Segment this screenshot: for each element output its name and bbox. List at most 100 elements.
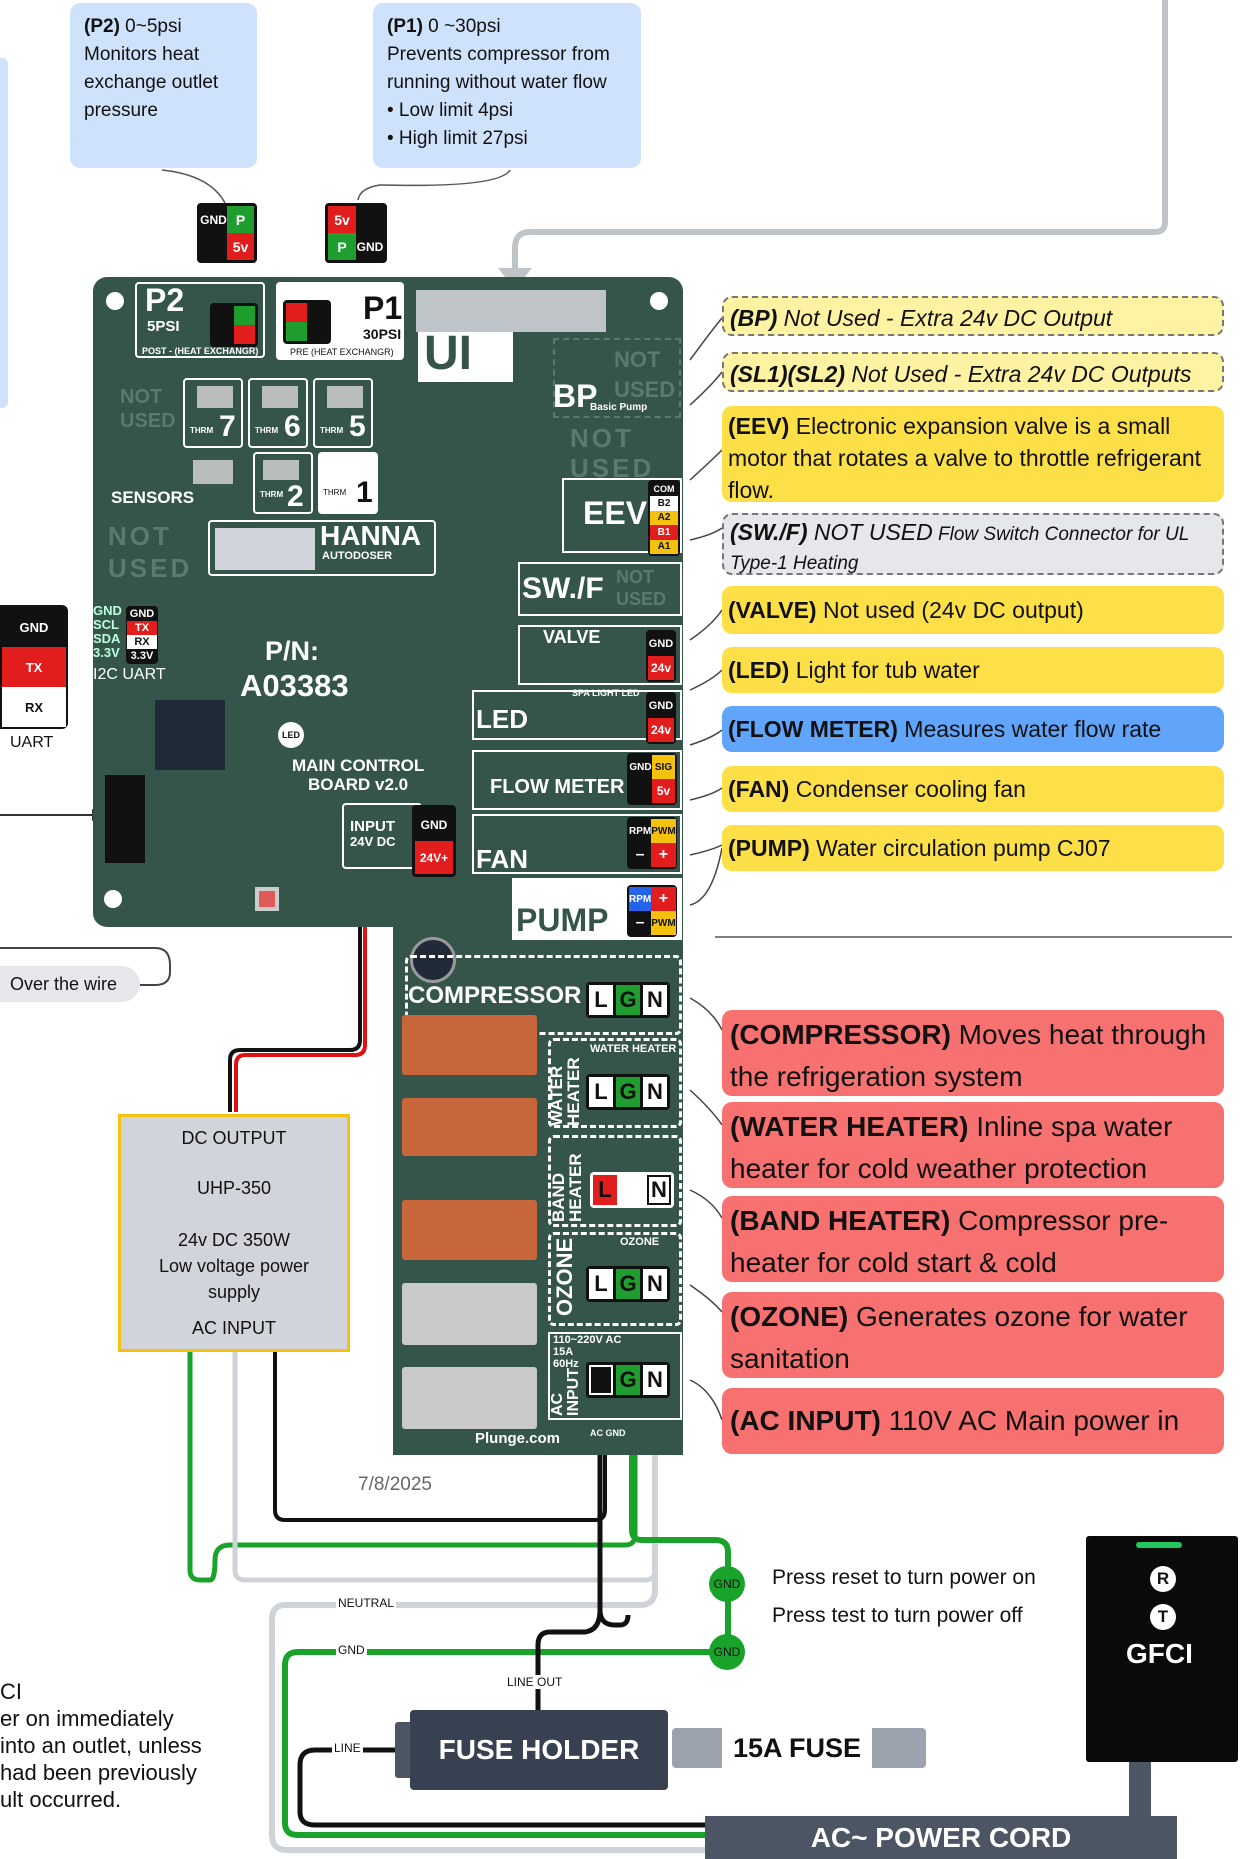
pin-a2: A2 bbox=[650, 510, 678, 526]
autodoser-label: AUTODOSER bbox=[322, 550, 393, 562]
flow-meter-block bbox=[472, 750, 682, 810]
valve-connector: GND 24v bbox=[646, 630, 676, 682]
label-led: (LED) Light for tub water bbox=[722, 647, 1224, 693]
label-bp: (BP) Not Used - Extra 24v DC Output bbox=[722, 296, 1224, 336]
neutral-wire-label: NEUTRAL bbox=[336, 1596, 397, 1610]
p2-line: pressure bbox=[84, 100, 158, 121]
water-heater-block bbox=[548, 1038, 682, 1128]
led-block bbox=[472, 690, 682, 740]
pin-pwm: PWM bbox=[651, 911, 676, 935]
label-pump: (PUMP) Water circulation pump CJ07 bbox=[722, 825, 1224, 871]
compressor-block bbox=[405, 955, 682, 1035]
i2c-connector: GND TX RX 3.3V bbox=[126, 606, 158, 664]
label-swf: (SW./F) NOT USED Flow Switch Connector f… bbox=[722, 513, 1224, 575]
p2-sensor-note: (P2) 0~5psi Monitors heat exchange outle… bbox=[70, 3, 257, 168]
pin-rx: RX bbox=[127, 635, 157, 649]
relay bbox=[402, 1098, 537, 1156]
pin-b1: B1 bbox=[650, 525, 678, 540]
input-label: INPUT bbox=[350, 818, 395, 835]
gfci-indicator bbox=[1136, 1542, 1182, 1548]
p1-title: P1 bbox=[363, 290, 403, 326]
fan-label: FAN bbox=[476, 844, 528, 874]
pump-label: PUMP bbox=[516, 902, 609, 938]
gfci-reset-text: Press reset to turn power on bbox=[772, 1566, 1036, 1589]
psu-desc: Low voltage power supply bbox=[158, 1256, 310, 1302]
psu-ac-input: AC INPUT bbox=[191, 1318, 276, 1338]
spa-led-label: SPA LIGHT LED bbox=[572, 688, 640, 698]
pin-gnd: GND bbox=[648, 632, 674, 656]
pin-minus: – bbox=[629, 843, 652, 867]
pin-b2: B2 bbox=[650, 496, 678, 511]
label-water-heater: (WATER HEATER) Inline spa water heater f… bbox=[722, 1102, 1224, 1188]
p1-line: • High limit 27psi bbox=[387, 128, 528, 149]
pin-plus: + bbox=[651, 887, 676, 911]
pin-gnd: GND bbox=[356, 233, 384, 260]
pin-gnd: GND bbox=[629, 755, 652, 779]
p2-line: Monitors heat bbox=[84, 44, 200, 65]
pin-com: COM bbox=[650, 482, 678, 497]
pin-5v: 5v bbox=[227, 233, 254, 260]
sensors-label: SENSORS bbox=[111, 488, 195, 507]
pin-5v: 5v bbox=[328, 206, 356, 233]
p2-note: POST - (HEAT EXCHANGR) bbox=[142, 346, 259, 356]
compressor-label: COMPRESSOR bbox=[408, 982, 582, 1009]
label-eev: (EEV) Electronic expansion valve is a sm… bbox=[722, 406, 1224, 503]
sensor-plug bbox=[193, 460, 233, 484]
line-wire-label: LINE bbox=[332, 1741, 363, 1755]
pin-3v3: 3.3V bbox=[127, 649, 157, 663]
pin-minus: – bbox=[629, 911, 652, 935]
part-number: A03383 bbox=[240, 668, 349, 703]
gfci-label: GFCI bbox=[1126, 1638, 1193, 1669]
bp-label: BP bbox=[553, 378, 598, 414]
psu-model: UHP-350 bbox=[196, 1178, 272, 1198]
reset-button[interactable] bbox=[255, 887, 279, 911]
left-panel-edge bbox=[0, 58, 8, 408]
p1-sensor-note: (P1) 0 ~30psi Prevents compressor from r… bbox=[373, 3, 641, 168]
relay bbox=[402, 1015, 537, 1075]
pin-24v: 24v bbox=[648, 656, 674, 680]
led-connector: GND 24v bbox=[646, 692, 676, 744]
i2c-label: I2C UART bbox=[93, 666, 166, 683]
led-indicator: LED bbox=[278, 722, 304, 748]
pin-24v: 24V+ bbox=[415, 841, 453, 874]
gfci-test-button[interactable]: T bbox=[1150, 1604, 1176, 1630]
label-sl: (SL1)(SL2) Not Used - Extra 24v DC Outpu… bbox=[722, 352, 1224, 392]
ui-label: UI bbox=[424, 327, 472, 380]
p1-tag: (P1) bbox=[387, 16, 423, 37]
not-used-label: NOT USED bbox=[616, 567, 667, 609]
pin-gnd: GND bbox=[2, 607, 66, 647]
relay bbox=[402, 1200, 537, 1260]
label-ac-input: (AC INPUT) 110V AC Main power in bbox=[722, 1388, 1224, 1454]
ui-connector bbox=[416, 290, 606, 332]
pump-connector: RPM + – PWM bbox=[627, 885, 677, 937]
p2-title: P2 bbox=[145, 282, 185, 318]
mount-hole bbox=[104, 890, 122, 908]
pn-label: P/N: bbox=[265, 636, 319, 666]
p2-range: 0~5psi bbox=[119, 16, 182, 37]
uart-connector: GND TX RX bbox=[0, 605, 68, 729]
main-board-label: MAIN CONTROL bbox=[292, 756, 425, 775]
not-used-label: NOT USED bbox=[570, 423, 655, 483]
gnd-node: GND bbox=[709, 1634, 745, 1670]
eev-block bbox=[562, 478, 682, 553]
line-out-label: LINE OUT bbox=[505, 1675, 565, 1689]
mount-hole bbox=[650, 292, 668, 310]
p1-sub: 30PSI bbox=[363, 326, 402, 342]
relay-gray bbox=[402, 1367, 537, 1429]
pin-gnd: GND bbox=[648, 694, 674, 718]
fan-block bbox=[472, 814, 682, 874]
p1-connector: 5v P GND bbox=[325, 203, 387, 263]
gfci-reset-button[interactable]: R bbox=[1150, 1566, 1176, 1592]
pin-gnd: GND bbox=[415, 808, 453, 841]
power-supply: DC OUTPUT UHP-350 24v DC 350W Low voltag… bbox=[118, 1114, 350, 1352]
psu-dc-output: DC OUTPUT bbox=[181, 1128, 287, 1148]
pin-sig: SIG bbox=[652, 755, 675, 779]
pin-p: P bbox=[328, 233, 356, 260]
p1-line: running without water flow bbox=[387, 72, 607, 93]
ac-input-label: AC INPUT bbox=[549, 1368, 582, 1416]
